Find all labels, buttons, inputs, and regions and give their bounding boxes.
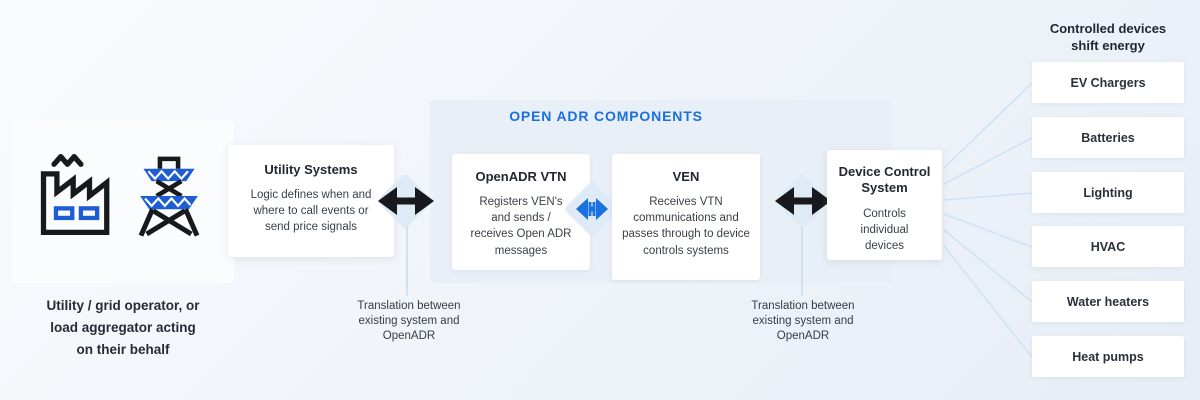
device-label: Heat pumps <box>1072 349 1144 364</box>
translation-line-left <box>406 216 408 296</box>
device-box-lighting: Lighting <box>1032 172 1184 213</box>
translation-line-right <box>801 216 803 296</box>
utility-systems-box: Utility Systems Logic defines when and w… <box>228 145 394 257</box>
ven-body: Receives VTN communications and passes t… <box>622 196 750 257</box>
openadr-vtn-body: Registers VEN's and sends / receives Ope… <box>470 196 572 257</box>
device-label: Lighting <box>1083 185 1133 200</box>
device-label: Batteries <box>1081 130 1135 145</box>
double-arrow-icon-utility-vtn <box>378 187 434 215</box>
caption-line: load aggregator acting <box>50 320 196 335</box>
device-control-system-box: Device Control System Controls individua… <box>827 150 942 260</box>
device-control-system-title: Device Control System <box>838 164 931 196</box>
device-box-ev-chargers: EV Chargers <box>1032 62 1184 103</box>
double-arrow-icon-vtn-ven <box>576 198 608 220</box>
transmission-tower-icon <box>138 156 200 237</box>
device-label: EV Chargers <box>1070 75 1146 90</box>
device-box-water-heaters: Water heaters <box>1032 281 1184 322</box>
utility-operator-caption: Utility / grid operator, or load aggrega… <box>25 295 221 361</box>
translation-label-left: Translation between existing system and … <box>357 300 461 342</box>
double-arrow-icon-ven-dcs <box>775 187 831 215</box>
utility-systems-title: Utility Systems <box>264 162 358 177</box>
device-control-system-body: Controls individual devices <box>860 207 909 252</box>
device-label: HVAC <box>1090 239 1126 254</box>
open-adr-components-title: OPEN ADR COMPONENTS <box>509 108 703 124</box>
device-box-batteries: Batteries <box>1032 117 1184 158</box>
openadr-vtn-title: OpenADR VTN <box>475 169 567 184</box>
device-box-heat-pumps: Heat pumps <box>1032 336 1184 377</box>
utility-systems-body: Logic defines when and where to call eve… <box>250 189 372 234</box>
utility-operator-icon-box <box>12 120 234 283</box>
heading-line: shift energy <box>1071 38 1145 53</box>
ven-box: VEN Receives VTN communications and pass… <box>612 154 760 280</box>
caption-line: on their behalf <box>76 342 170 357</box>
device-box-hvac: HVAC <box>1032 226 1184 267</box>
translation-label-right: Translation between existing system and … <box>751 300 855 342</box>
caption-line: Utility / grid operator, or <box>46 298 200 313</box>
ven-title: VEN <box>672 169 700 184</box>
device-label: Water heaters <box>1066 294 1150 309</box>
factory-icon <box>40 153 110 235</box>
heading-line: Controlled devices <box>1049 21 1167 36</box>
controlled-devices-heading: Controlled devices shift energy <box>1030 20 1186 54</box>
